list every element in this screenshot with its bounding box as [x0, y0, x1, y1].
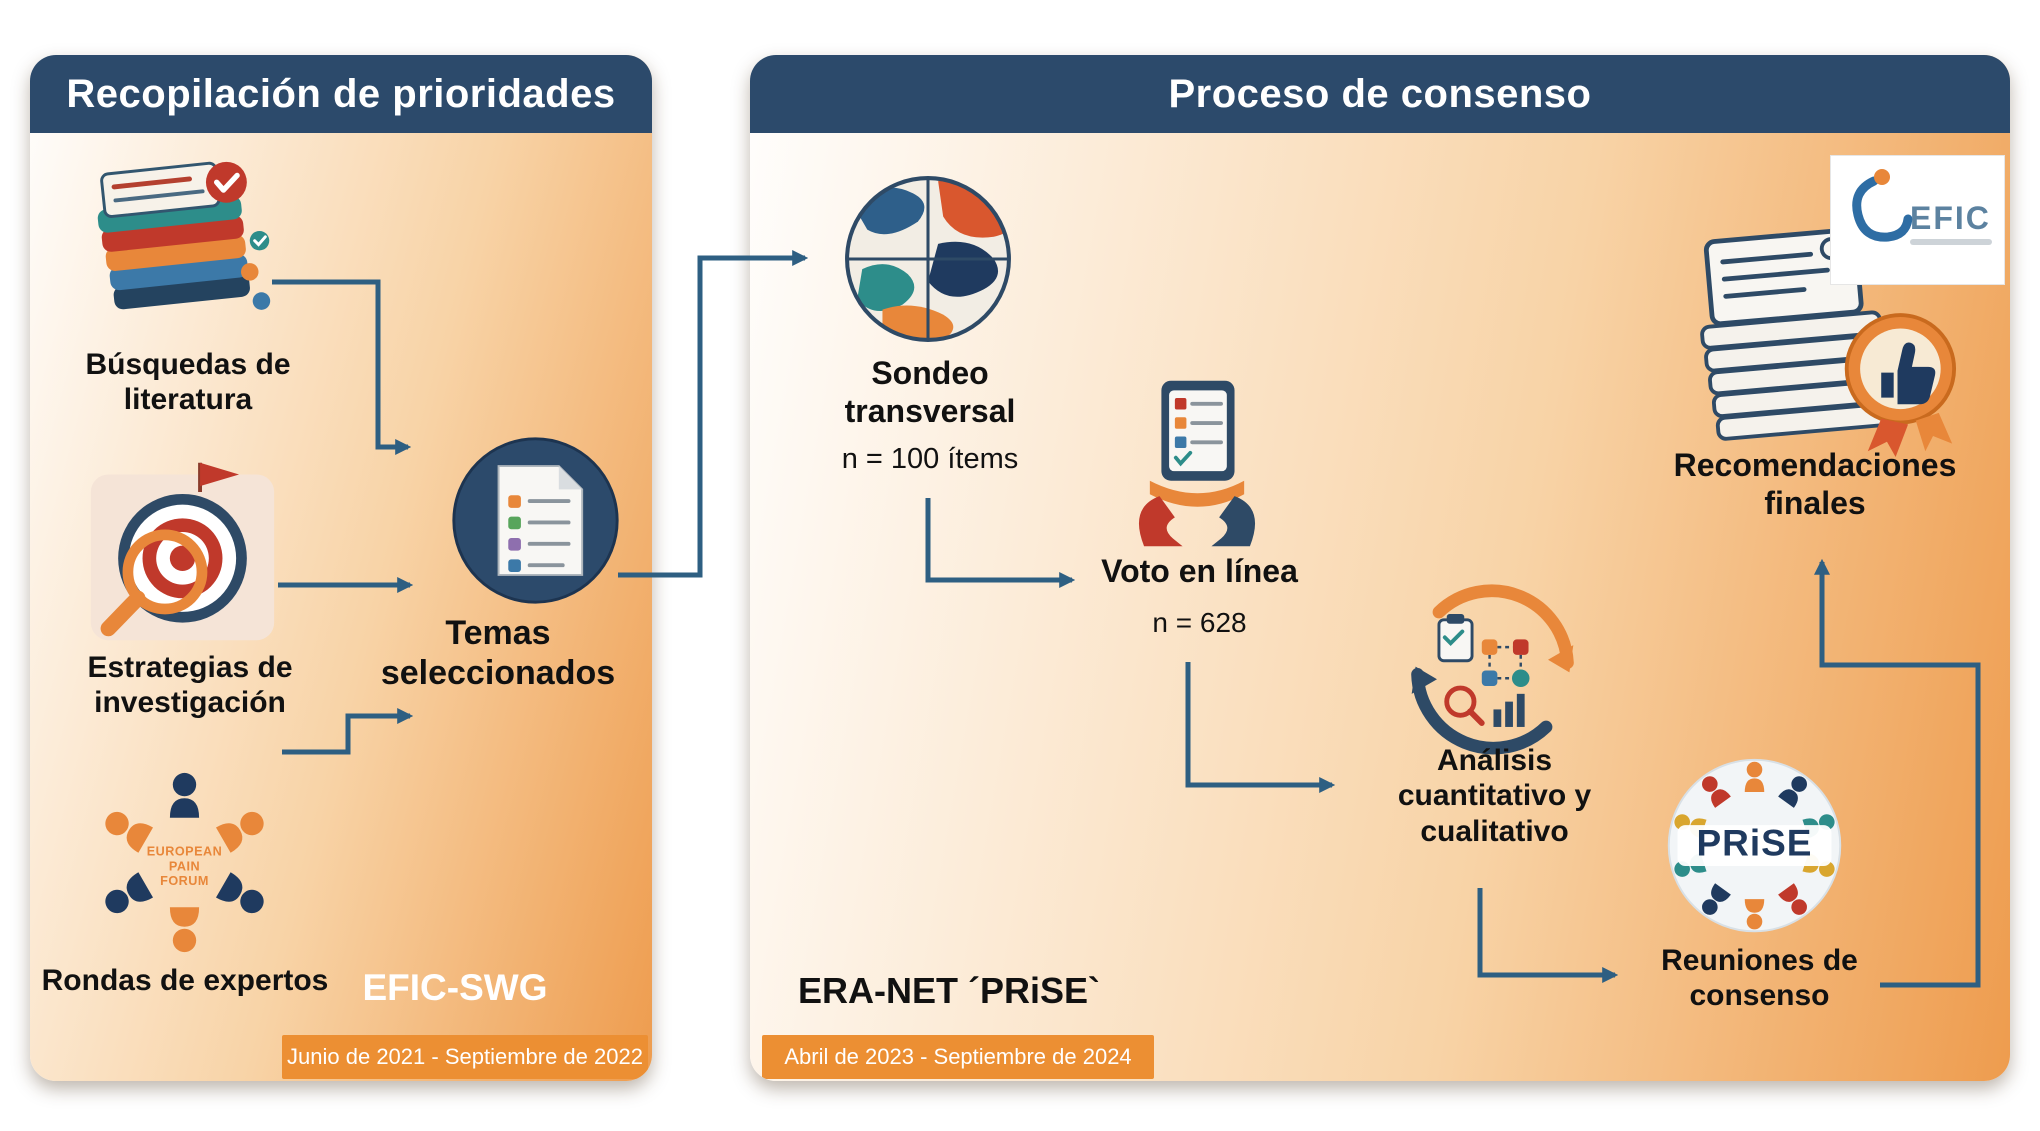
efic-swg-label: EFIC-SWG	[362, 967, 548, 1008]
cross-sectional-survey-label: Sondeo transversal	[844, 355, 1016, 429]
final-recommendations-icon	[1690, 223, 1965, 458]
final-recommendations-label: Recomendaciones finales	[1673, 447, 1957, 521]
literature-search-label: Búsquedas de literatura	[85, 348, 291, 417]
consensus-meetings-label: Reuniones de consenso	[1661, 944, 1858, 1013]
forum-text-line2: PAIN	[169, 859, 200, 873]
right-date-badge: Abril de 2023 - Septiembre de 2024	[762, 1035, 1154, 1079]
research-strategy-label: Estrategias de investigación	[87, 651, 293, 720]
prise-logo: PRiSE	[1652, 753, 1857, 943]
forum-text-line3: FORUM	[160, 874, 209, 888]
efic-logo: EFIC	[1830, 155, 2005, 285]
left-panel-header: Recopilación de prioridades	[30, 55, 652, 133]
selected-topics-label: Temas seleccionados	[380, 614, 616, 693]
research-strategy-icon	[85, 453, 280, 648]
consensus-process-panel: Proceso de consenso Sondeo transversal n…	[750, 55, 2010, 1081]
voting-n-label: n = 628	[1152, 607, 1247, 638]
survey-globe-icon	[842, 173, 1014, 345]
survey-n-label: n = 100 ítems	[841, 443, 1019, 475]
analysis-label: Análisis cuantitativo y cualitativo	[1397, 744, 1592, 848]
literature-search-icon	[88, 155, 283, 340]
efic-logo-text: EFIC	[1910, 200, 1991, 236]
online-voting-label: Voto en línea	[1101, 553, 1298, 589]
analysis-icon	[1400, 577, 1585, 762]
priority-collection-panel: Recopilación de prioridades	[30, 55, 652, 1081]
prise-logo-text: PRiSE	[1697, 821, 1813, 863]
forum-text-line1: EUROPEAN	[147, 845, 223, 859]
online-voting-icon	[1122, 373, 1272, 551]
right-panel-header: Proceso de consenso	[750, 55, 2010, 133]
expert-rounds-icon: EUROPEAN PAIN FORUM	[92, 763, 277, 963]
left-panel-title: Recopilación de prioridades	[66, 71, 616, 116]
left-date-badge: Junio de 2021 - Septiembre de 2022	[282, 1035, 648, 1079]
expert-rounds-label: Rondas de expertos	[41, 964, 329, 997]
selected-topics-icon	[448, 433, 623, 608]
right-panel-title: Proceso de consenso	[1168, 71, 1592, 116]
era-net-prise-label: ERA-NET ´PRiSE`	[798, 970, 1101, 1011]
